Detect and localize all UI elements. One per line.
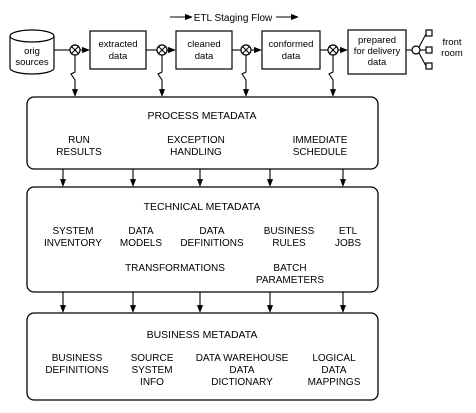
process-item-exception-handling-line2: HANDLING — [170, 147, 222, 158]
front-room-line1: front — [442, 37, 461, 48]
business-item-source-system-info-line3: INFO — [140, 377, 164, 388]
technical-metadata-panel: TECHNICAL METADATA SYSTEM INVENTORY DATA… — [26, 186, 379, 293]
prepared-data-line1: prepared — [358, 35, 396, 46]
orig-sources-database: orig sources — [9, 29, 55, 75]
process-item-immediate-schedule-line1: IMMEDIATE — [293, 135, 348, 146]
junction-icon — [69, 44, 81, 56]
extracted-data-line2: data — [109, 51, 128, 62]
business-item-business-definitions-line1: BUSINESS — [52, 353, 103, 364]
technical-item-business-rules-line2: RULES — [272, 238, 306, 249]
process-item-run-results-line2: RESULTS — [56, 147, 102, 158]
cleaned-data-line2: data — [195, 51, 214, 62]
business-item-logical-data-mappings-line2: DATA — [321, 365, 347, 376]
front-room-line2: room — [441, 48, 463, 59]
prepared-data-line3: data — [368, 57, 387, 68]
junction-to-process-arrows — [70, 55, 337, 97]
flow-label-text: ETL Staging Flow — [194, 13, 273, 24]
business-item-source-system-info-line1: SOURCE — [131, 353, 174, 364]
technical-item-data-definitions-line1: DATA — [199, 226, 225, 237]
fanout-node-icon — [411, 45, 421, 55]
process-metadata-panel: PROCESS METADATA RUN RESULTS EXCEPTION H… — [26, 96, 379, 170]
etl-staging-flow-label: ETL Staging Flow — [170, 13, 299, 24]
technical-item-batch-parameters-line2: PARAMETERS — [256, 275, 324, 286]
technical-to-business-arrows — [59, 292, 347, 313]
technical-item-data-models-line2: MODELS — [120, 238, 163, 249]
technical-item-batch-parameters-line1: BATCH — [273, 263, 306, 274]
business-item-logical-data-mappings-line1: LOGICAL — [312, 353, 356, 364]
cleaned-data-stage: cleaned data — [175, 30, 233, 70]
business-item-source-system-info-line2: SYSTEM — [131, 365, 172, 376]
conformed-data-stage: conformed data — [261, 30, 321, 70]
technical-item-etl-jobs-line2: JOBS — [335, 238, 361, 249]
junction-points — [69, 44, 339, 56]
conformed-data-line2: data — [282, 51, 301, 62]
process-item-immediate-schedule-line2: SCHEDULE — [293, 147, 348, 158]
orig-sources-line1: orig — [24, 46, 40, 57]
technical-metadata-title: TECHNICAL METADATA — [144, 201, 261, 213]
technical-item-business-rules-line1: BUSINESS — [264, 226, 315, 237]
process-item-run-results-line1: RUN — [68, 135, 90, 146]
technical-item-system-inventory-line1: SYSTEM — [52, 226, 93, 237]
technical-item-etl-jobs-line1: ETL — [339, 226, 358, 237]
business-metadata-panel: BUSINESS METADATA BUSINESS DEFINITIONS S… — [26, 312, 379, 401]
process-metadata-title: PROCESS METADATA — [147, 110, 256, 122]
technical-item-data-definitions-line2: DEFINITIONS — [180, 238, 244, 249]
business-metadata-title: BUSINESS METADATA — [147, 329, 258, 341]
extracted-data-stage: extracted data — [89, 30, 147, 70]
prepared-data-line2: for delivery — [354, 46, 401, 57]
business-item-data-warehouse-dictionary-line3: DICTIONARY — [211, 377, 273, 388]
orig-sources-line2: sources — [15, 57, 49, 68]
front-room-fanout: front room — [406, 29, 463, 70]
process-to-technical-arrows — [59, 169, 347, 187]
cleaned-data-line1: cleaned — [187, 39, 220, 50]
technical-item-transformations: TRANSFORMATIONS — [125, 263, 225, 274]
business-item-logical-data-mappings-line3: MAPPINGS — [308, 377, 361, 388]
business-item-data-warehouse-dictionary-line1: DATA WAREHOUSE — [196, 353, 289, 364]
process-item-exception-handling-line1: EXCEPTION — [167, 135, 225, 146]
junction-icon — [327, 44, 339, 56]
junction-icon — [156, 44, 168, 56]
business-item-business-definitions-line2: DEFINITIONS — [45, 365, 109, 376]
extracted-data-line1: extracted — [98, 39, 137, 50]
business-item-data-warehouse-dictionary-line2: DATA — [229, 365, 255, 376]
technical-item-data-models-line1: DATA — [128, 226, 154, 237]
junction-icon — [240, 44, 252, 56]
database-icon — [9, 36, 55, 75]
technical-item-system-inventory-line2: INVENTORY — [44, 238, 102, 249]
prepared-data-stage: prepared for delivery data — [347, 29, 407, 75]
conformed-data-line1: conformed — [269, 39, 314, 50]
